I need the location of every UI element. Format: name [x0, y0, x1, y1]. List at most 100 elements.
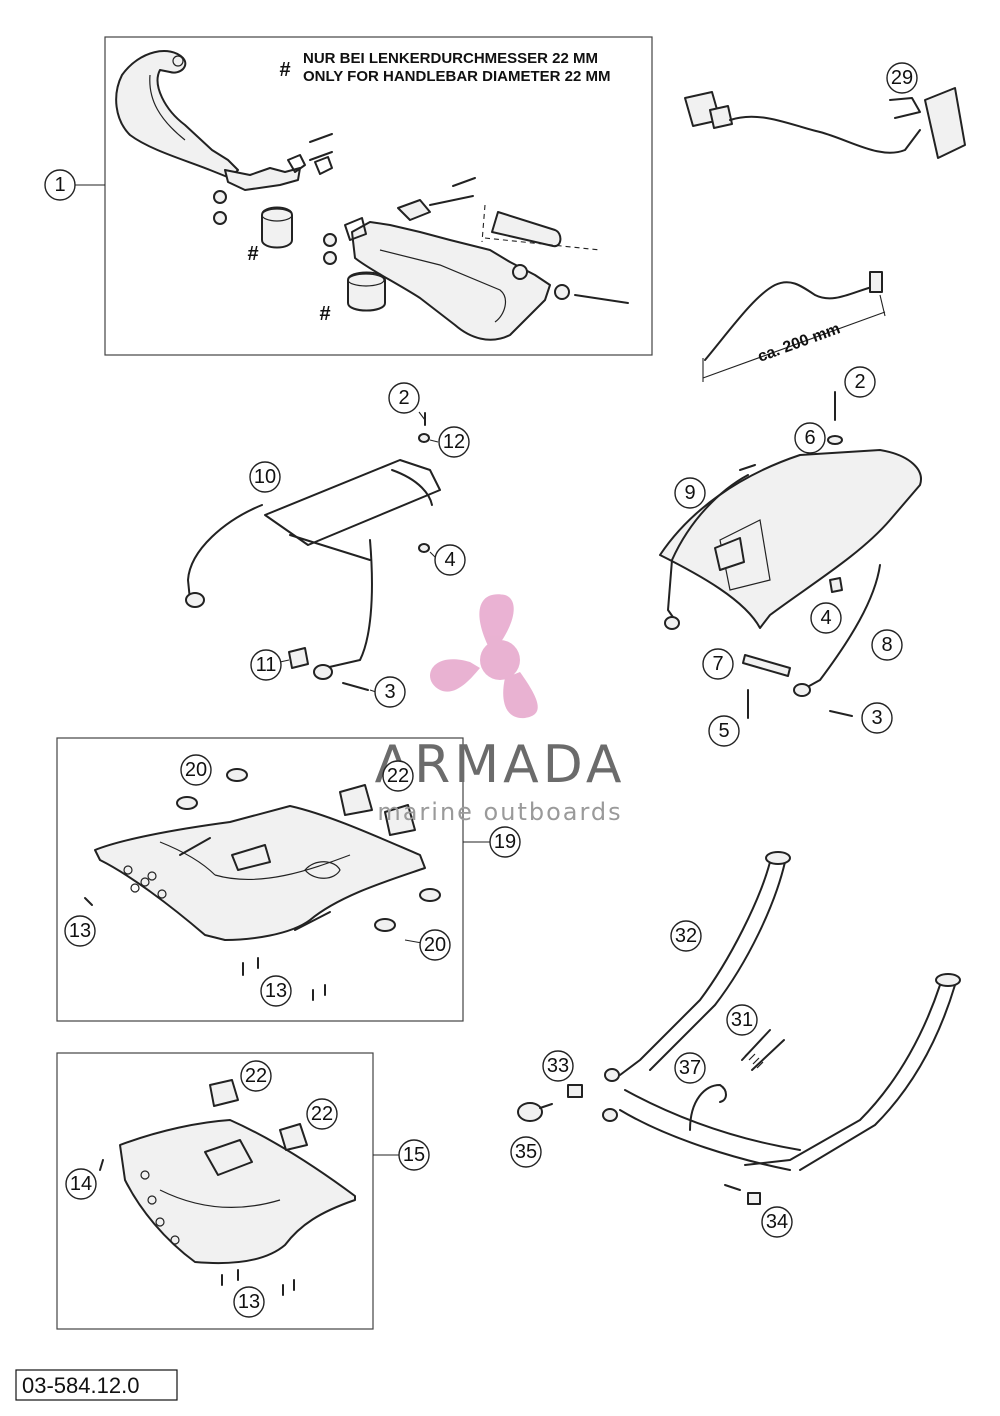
callout-number: 29 [891, 67, 913, 89]
callout-number: 33 [547, 1055, 569, 1077]
handguard-bolts [213, 133, 629, 304]
callout-circle [886, 62, 918, 94]
callout-circle [761, 1206, 793, 1238]
callout-circle [374, 676, 406, 708]
callout-32: 32 [670, 920, 702, 952]
callout-number: 3 [871, 707, 882, 729]
callout-4: 4 [810, 602, 842, 634]
callout-circle [388, 382, 420, 414]
rear-rack-10 [185, 412, 441, 691]
callout-22: 22 [306, 1098, 338, 1130]
callout-10: 10 [249, 461, 281, 493]
callout-circle [64, 915, 96, 947]
callout-circle [542, 1050, 574, 1082]
callout-3: 3 [861, 702, 893, 734]
clamp-spacer-right [347, 271, 386, 312]
callout-circle [180, 754, 212, 786]
callout-2: 2 [844, 366, 876, 398]
callout-6: 6 [794, 422, 826, 454]
callout-35: 35 [510, 1136, 542, 1168]
handguard-group-frame [104, 36, 653, 356]
note-line-german: NUR BEI LENKERDURCHMESSER 22 MM [303, 50, 598, 67]
watermark-logo [430, 594, 538, 719]
callout-number: 13 [238, 1291, 260, 1313]
callout-circle [726, 1004, 758, 1036]
rear-fender [659, 391, 922, 719]
callout-number: 31 [731, 1009, 753, 1031]
engine-guard-group-frame [56, 1052, 374, 1330]
callout-number: 5 [718, 720, 729, 742]
callout-15: 15 [398, 1139, 430, 1171]
callout-number: 22 [245, 1065, 267, 1087]
hash-mark-left-spacer: # [247, 243, 258, 265]
callout-number: 35 [515, 1141, 537, 1163]
callout-circle [708, 715, 740, 747]
callout-number: 2 [398, 387, 409, 409]
callout-2: 2 [388, 382, 420, 414]
callout-circle [702, 648, 734, 680]
callout-number: 8 [881, 634, 892, 656]
skid-plate-mounts [84, 768, 441, 1001]
callout-22: 22 [240, 1060, 272, 1092]
center-stand-32 [602, 851, 961, 1191]
callout-circle [861, 702, 893, 734]
callout-circle [249, 461, 281, 493]
callout-19: 19 [489, 826, 521, 858]
callout-number: 34 [766, 1211, 788, 1233]
callout-14: 14 [65, 1168, 97, 1200]
callout-9: 9 [674, 477, 706, 509]
engine-guard-15 [99, 1079, 356, 1296]
callout-circle [871, 629, 903, 661]
callout-8: 8 [871, 629, 903, 661]
callout-circle [44, 169, 76, 201]
callout-number: 13 [265, 980, 287, 1002]
callout-number: 20 [424, 934, 446, 956]
callout-22: 22 [382, 760, 414, 792]
callout-number: 14 [70, 1173, 92, 1195]
callout-circle [65, 1168, 97, 1200]
skid-plate-19 [94, 805, 426, 941]
diagram-code: 03-584.12.0 [22, 1373, 139, 1398]
callout-number: 20 [185, 759, 207, 781]
callout-circle [810, 602, 842, 634]
callout-circle [674, 477, 706, 509]
callout-circle [794, 422, 826, 454]
diagram-code-box [15, 1369, 178, 1401]
callout-13: 13 [260, 975, 292, 1007]
callout-circle [419, 929, 451, 961]
callout-circle [398, 1139, 430, 1171]
callout-number: 3 [384, 681, 395, 703]
callout-circle [240, 1060, 272, 1092]
callout-number: 22 [311, 1103, 333, 1125]
callout-34: 34 [761, 1206, 793, 1238]
callout-circle [233, 1286, 265, 1318]
callout-circle [674, 1052, 706, 1084]
callout-number: 11 [256, 654, 277, 676]
callout-number: 10 [254, 466, 276, 488]
note-hash-symbol: # [279, 59, 290, 81]
callout-11: 11 [250, 649, 282, 681]
callout-number: 4 [820, 607, 831, 629]
callout-4: 4 [434, 544, 466, 576]
hash-mark-right-spacer: # [319, 303, 330, 325]
grab-handle-rod [702, 271, 886, 382]
leader-lines [75, 184, 490, 1156]
callout-circle [260, 975, 292, 1007]
callout-circle [844, 366, 876, 398]
callout-29: 29 [886, 62, 918, 94]
stand-stop-37 [689, 1084, 727, 1131]
callout-circle [489, 826, 521, 858]
stand-small-parts [517, 1084, 761, 1205]
callout-20: 20 [419, 929, 451, 961]
skid-plate-group-frame [56, 737, 464, 1022]
stand-springs-31 [741, 1029, 785, 1071]
callout-number: 7 [712, 653, 723, 675]
callout-number: 12 [443, 431, 465, 453]
callout-number: 19 [494, 831, 516, 853]
watermark-tagline: marine outboards [377, 798, 622, 826]
callout-number: 2 [854, 371, 865, 393]
callout-12: 12 [438, 426, 470, 458]
